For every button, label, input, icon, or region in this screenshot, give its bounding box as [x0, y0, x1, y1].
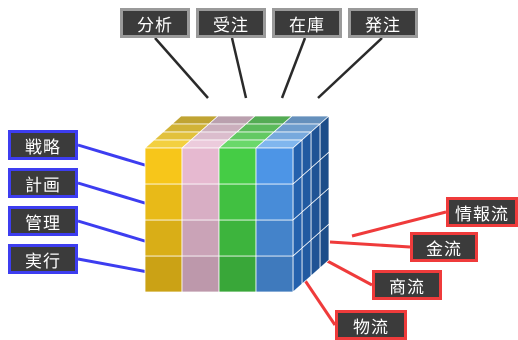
- cube-front-face: [255, 147, 294, 185]
- cube-front-face: [181, 147, 220, 185]
- right-connector-line-2: [329, 240, 411, 249]
- cube-front-face: [181, 219, 220, 257]
- top-connector-line-2: [230, 37, 248, 99]
- right-label-logistics: 物流: [335, 310, 407, 340]
- cube-front-face: [218, 183, 257, 221]
- top-label-analysis: 分析: [120, 8, 190, 38]
- cube-side-face: [319, 115, 330, 161]
- cube-front-face: [144, 183, 183, 221]
- left-connector-line-3: [77, 219, 149, 244]
- cube-side-face: [292, 139, 303, 185]
- right-label-money-flow: 金流: [410, 232, 478, 262]
- left-connector-line-2: [77, 181, 149, 206]
- top-label-inventory: 在庫: [272, 8, 342, 38]
- cube-front-face: [218, 147, 257, 185]
- left-label-execution: 実行: [8, 244, 78, 274]
- top-label-orders: 受注: [196, 8, 266, 38]
- cube-front-face: [255, 255, 294, 293]
- left-label-planning: 計画: [8, 168, 78, 198]
- cube-side-face: [310, 123, 321, 169]
- left-connector-line-1: [77, 143, 149, 168]
- top-connector-line-3: [280, 37, 307, 99]
- cube-front-face: [255, 219, 294, 257]
- cube-side-face: [301, 131, 312, 177]
- cube-front-face: [181, 255, 220, 293]
- cube-front-face: [255, 183, 294, 221]
- right-connector-line-1: [351, 210, 447, 238]
- cube-front-face: [144, 219, 183, 257]
- top-label-purchasing: 発注: [348, 8, 418, 38]
- cube-front-face: [181, 183, 220, 221]
- right-label-commercial-flow: 商流: [372, 270, 442, 300]
- right-connector-line-4: [300, 275, 337, 326]
- left-label-management: 管理: [8, 206, 78, 236]
- left-label-strategy: 戦略: [8, 130, 78, 160]
- cube-front-face: [144, 147, 183, 185]
- top-connector-line-1: [154, 37, 209, 99]
- top-connector-line-4: [317, 37, 383, 99]
- right-label-information-flow: 情報流: [446, 197, 518, 227]
- cube-front-face: [218, 219, 257, 257]
- cube-front-face: [144, 255, 183, 293]
- cube-front-face: [218, 255, 257, 293]
- left-connector-line-4: [77, 257, 149, 274]
